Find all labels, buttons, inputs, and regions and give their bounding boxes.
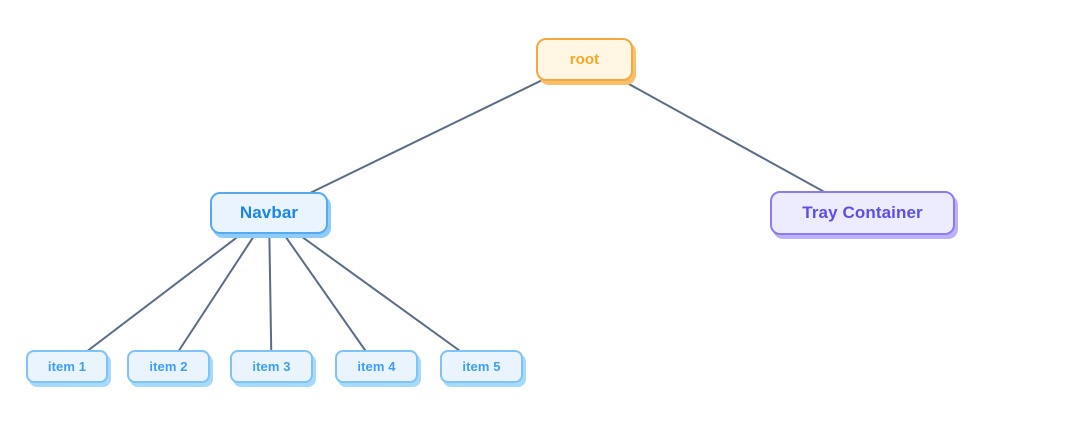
node-item2[interactable]: item 2 (127, 350, 210, 383)
edge-navbar-item1 (66, 212, 270, 368)
node-item3[interactable]: item 3 (230, 350, 313, 383)
edge-root-tray (584, 58, 863, 214)
node-label-item2: item 2 (149, 359, 188, 374)
node-label-item1: item 1 (47, 359, 87, 374)
node-label-item3: item 3 (252, 359, 291, 374)
edge-navbar-item4 (268, 212, 378, 368)
node-label-root: root (569, 51, 600, 68)
node-tray[interactable]: Tray Container (770, 191, 955, 235)
edge-navbar-item5 (268, 212, 483, 368)
node-label-item5: item 5 (462, 359, 501, 374)
node-item1[interactable]: item 1 (26, 350, 108, 383)
edge-root-navbar (268, 58, 585, 214)
node-label-item4: item 4 (357, 359, 396, 374)
node-item4[interactable]: item 4 (335, 350, 418, 383)
node-label-navbar: Navbar (239, 203, 299, 222)
node-item5[interactable]: item 5 (440, 350, 523, 383)
edge-navbar-item3 (268, 212, 273, 367)
node-label-tray: Tray Container (802, 203, 923, 222)
node-navbar[interactable]: Navbar (210, 192, 328, 234)
edge-navbar-item2 (167, 212, 270, 368)
node-root[interactable]: root (536, 38, 633, 81)
